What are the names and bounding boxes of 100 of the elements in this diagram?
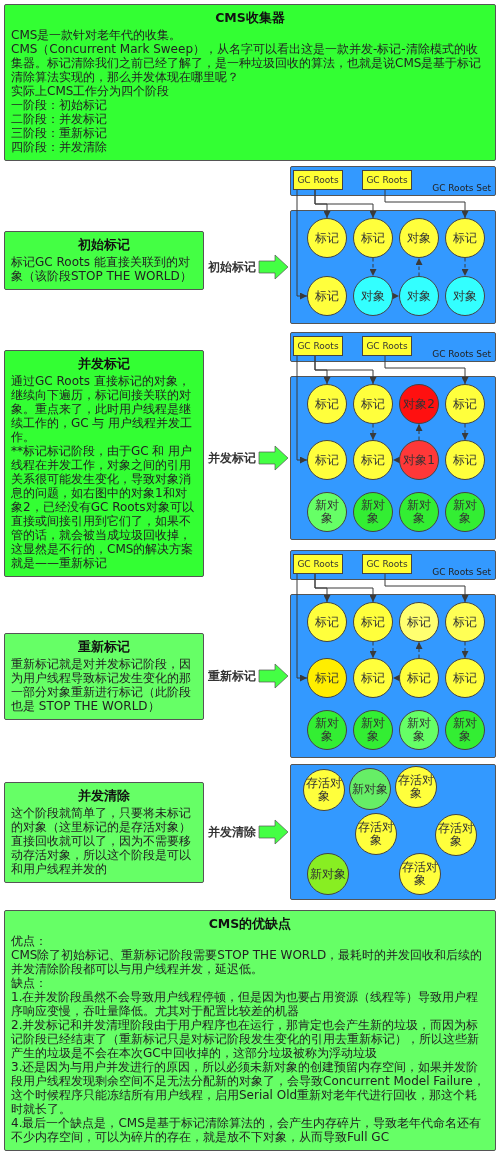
- object-circle: 标记: [307, 384, 347, 424]
- dashed-arrow: [369, 257, 377, 277]
- dashed-arrow: [415, 641, 423, 659]
- card-text: 实际上CMS工作分为四个阶段: [11, 84, 171, 98]
- object-circle: 对象: [445, 276, 485, 316]
- card-text: 4.最后一个缺点是，CMS是基于标记清除算法的，会产生内存碎片，导致老年代命名还有不少内存空间，可以为碎片的存在，就是放不下对象，从而导致Full GC: [11, 1116, 482, 1144]
- object-circle: 新对象: [307, 853, 349, 895]
- arrow: [384, 189, 469, 219]
- object-circle: 对象1: [399, 440, 439, 480]
- object-circle: 对象: [399, 218, 439, 258]
- dashed-arrow: [392, 674, 400, 682]
- arrow: [296, 573, 308, 682]
- note-card: [4, 910, 496, 1151]
- dashed-arrow: [392, 292, 400, 300]
- card-text: CMS（Concurrent Mark Sweep），从名字可以看出这是一款并发-标记-清除模式的收集器。标记清除我们之前已经了解了，是一种垃圾回收的算法，也就是说CMS是基于标记清除算法实现的，那么并发体现在哪里呢？: [11, 42, 483, 84]
- card-title: 并发标记: [77, 356, 131, 372]
- note-card: [4, 350, 204, 577]
- gc-roots-box: GC Roots: [362, 336, 412, 356]
- card-text: **标记标记阶段，由于GC 和 用户线程在并发工作，对象之间的引用关系很可能发生变化，导致对象消息的问题，如右图中的对象1和对象2，已经没有GC Roots对象可以直接或间接引用到它们了，如果不管的话，就会被当成垃圾回收掉，这显然是不行的，CMS的解决方案就是——重新标记: [11, 444, 195, 570]
- arrow: [384, 573, 469, 603]
- object-circle: 标记: [399, 602, 439, 642]
- object-circle: 标记: [353, 440, 393, 480]
- panel-label: GC Roots Set: [432, 567, 491, 577]
- phase-label: 初始标记: [208, 259, 256, 275]
- heap-panel: [290, 764, 496, 900]
- phase-label: 并发标记: [208, 450, 256, 466]
- object-circle: 新对象: [399, 710, 439, 750]
- arrow: [314, 355, 377, 385]
- gc-roots-box: GC Roots: [362, 554, 412, 574]
- root-set-panel: [290, 166, 496, 196]
- arrow: [314, 189, 377, 219]
- arrow: [296, 355, 308, 464]
- card-text: 优点：: [11, 934, 48, 948]
- object-circle: 新对象: [353, 710, 393, 750]
- block-arrow: [258, 445, 289, 471]
- object-circle: 新对象: [307, 492, 347, 532]
- card-text: 通过GC Roots 直接标记的对象，继续向下遍历，标记间接关联的对象。重点来了，此时用户线程是继续工作的，GC 与 用户线程并发工作。: [11, 374, 194, 444]
- object-circle: 标记: [307, 602, 347, 642]
- dashed-arrow: [415, 423, 423, 441]
- gc-roots-box: GC Roots: [293, 554, 343, 574]
- note-card: [4, 4, 496, 161]
- root-set-panel: [290, 332, 496, 362]
- card-title: CMS的优缺点: [207, 916, 293, 932]
- object-circle: 标记: [307, 440, 347, 480]
- object-circle: 新对象: [399, 492, 439, 532]
- dashed-arrow: [369, 641, 377, 659]
- block-arrow: [258, 254, 289, 280]
- phase-label: 重新标记: [208, 668, 256, 684]
- card-text: 2.并发标记和并发清理阶段由于用户程序也在运行，那肯定也会产生新的垃圾，而因为标记阶段已经结束了（重新标记只是对标记阶段发生变化的引用去重新标记），所以这些新产生的垃圾是不会在本次GC中回收掉的，这部分垃圾被称为浮动垃圾: [11, 1018, 480, 1060]
- arrow: [296, 189, 308, 300]
- card-text: 这个阶段就简单了，只要将未标记的对象（这里标记的是存活对象）直接回收就可以了，因为不需要移动存活对象，所以这个阶段是可以和用户线程并发的: [11, 806, 192, 876]
- object-circle: 标记: [307, 218, 347, 258]
- card-text: CMS除了初始标记、重新标记阶段需要STOP THE WORLD，最耗时的并发回收和后续的并发清除阶段都可以与用户线程并发，延迟低。: [11, 948, 484, 976]
- object-circle: 标记: [445, 602, 485, 642]
- card-text: 标记GC Roots 能直接关联到的对象（该阶段STOP THE WORLD）: [11, 255, 193, 283]
- heap-panel: [290, 210, 496, 324]
- dashed-arrow: [461, 423, 469, 441]
- object-circle: 新对象: [353, 492, 393, 532]
- object-circle: 标记: [307, 658, 347, 698]
- object-circle: 存活对象: [395, 766, 437, 808]
- gc-roots-box: GC Roots: [362, 170, 412, 190]
- heap-panel: [290, 594, 496, 758]
- card-text: 重新标记就是对并发标记阶段，因为用户线程导致标记发生变化的那一部分对象重新进行标记（此阶段也是 STOP THE WORLD）: [11, 657, 192, 713]
- dashed-arrow: [461, 641, 469, 659]
- note-card: [4, 231, 204, 290]
- panel-label: GC Roots Set: [432, 183, 491, 193]
- dashed-arrow: [369, 423, 377, 441]
- object-circle: 标记: [307, 276, 347, 316]
- object-circle: 标记: [353, 602, 393, 642]
- note-card: [4, 633, 204, 720]
- card-text: 3.还是因为与用户并发进行的原因，所以必须未新对象的创建预留内存空间，如果并发阶段用户线程发现剩余空间不足无法分配新的对象了，会导致Concurrent Model Failure，这个时候程序只能冻结所有用户线程，启用Serial Old重新对老年代进行回收，那这个耗时就长了。: [11, 1060, 486, 1116]
- dashed-arrow: [415, 257, 423, 277]
- object-circle: 标记: [445, 218, 485, 258]
- dashed-arrow: [461, 257, 469, 277]
- object-circle: 标记: [445, 440, 485, 480]
- card-title: 重新标记: [77, 639, 131, 655]
- card-title: 并发清除: [77, 788, 131, 804]
- object-circle: 存活对象: [399, 853, 441, 895]
- object-circle: 存活对象: [355, 813, 397, 855]
- card-text: 缺点：: [11, 976, 48, 990]
- block-arrow: [258, 819, 289, 845]
- arrow: [314, 573, 377, 603]
- card-text: 四阶段：并发清除: [11, 140, 108, 154]
- dashed-arrow: [392, 456, 400, 464]
- object-circle: 标记: [353, 384, 393, 424]
- card-text: 一阶段：初始标记: [11, 98, 108, 112]
- heap-panel: [290, 376, 496, 540]
- object-circle: 标记: [353, 218, 393, 258]
- card-title: 初始标记: [77, 237, 131, 253]
- object-circle: 标记: [445, 658, 485, 698]
- object-circle: 对象2: [399, 384, 439, 424]
- object-circle: 对象: [353, 276, 393, 316]
- phase-label: 并发清除: [208, 824, 256, 840]
- block-arrow: [258, 663, 289, 689]
- object-circle: 新对象: [445, 710, 485, 750]
- arrow: [384, 355, 469, 385]
- card-text: CMS是一款针对老年代的收集。: [11, 28, 183, 42]
- object-circle: 新对象: [349, 768, 391, 810]
- object-circle: 标记: [445, 384, 485, 424]
- card-text: 二阶段：并发标记: [11, 112, 108, 126]
